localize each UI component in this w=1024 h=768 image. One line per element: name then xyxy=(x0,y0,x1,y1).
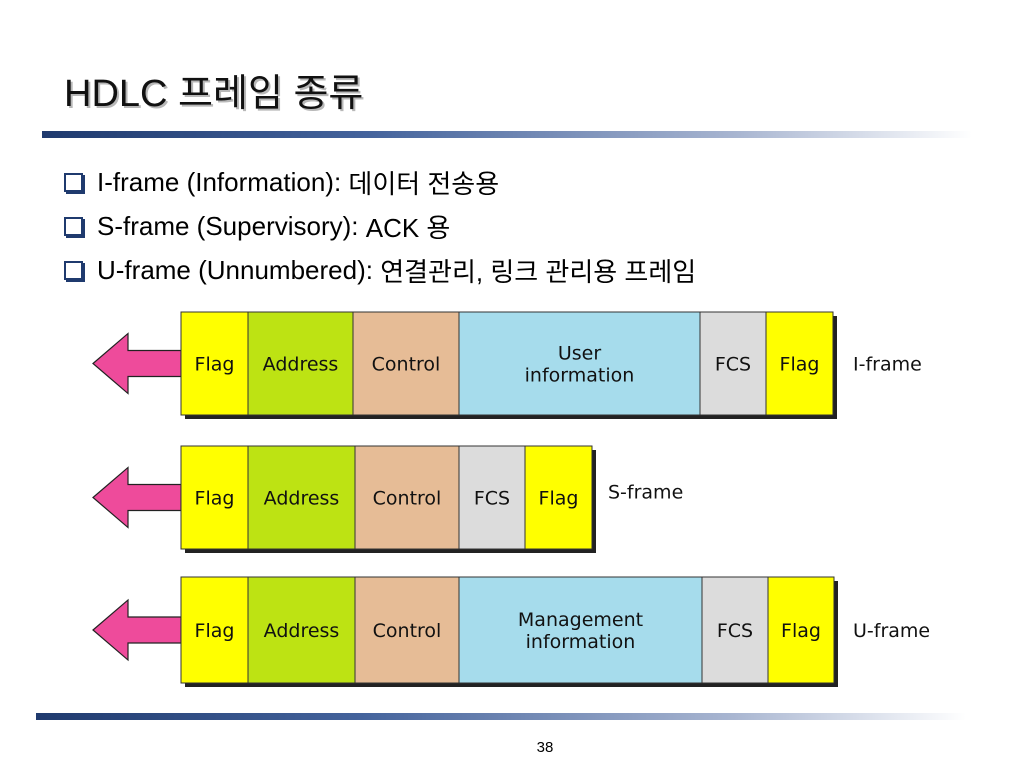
field-label: Flag xyxy=(195,488,235,510)
field-label: information xyxy=(525,365,635,387)
frame-field-fcs: FCS xyxy=(699,311,767,416)
bullet-item: S-frame (Supervisory): ACK 용 xyxy=(64,204,696,248)
direction-arrow-icon xyxy=(92,466,182,529)
frame-field-address: Address xyxy=(247,576,356,684)
checkbox-bullet-icon xyxy=(64,172,83,192)
frame-field-flag: Flag xyxy=(524,445,593,550)
frame-field-flag: Flag xyxy=(180,445,249,550)
frame-field-control: Control xyxy=(352,311,460,416)
field-label: FCS xyxy=(717,620,753,642)
frame-field-fcs: FCS xyxy=(701,576,769,684)
field-label: Control xyxy=(373,488,442,510)
field-box xyxy=(458,576,703,684)
bullet-item: I-frame (Information): 데이터 전송용 xyxy=(64,160,696,204)
field-label: FCS xyxy=(474,488,510,510)
frame-type-label: S-frame xyxy=(608,482,683,504)
field-label: Flag xyxy=(539,488,579,510)
frame-field-control: Control xyxy=(354,576,460,684)
frame-field-address: Address xyxy=(247,445,356,550)
page-number: 38 xyxy=(536,739,554,756)
frame-field-fcs: FCS xyxy=(458,445,526,550)
field-label: User xyxy=(558,343,601,365)
frame-field-flag: Flag xyxy=(767,576,835,684)
bullet-desc: ACK 용 xyxy=(365,212,451,243)
field-label: Address xyxy=(263,354,339,376)
footer-divider xyxy=(36,713,966,720)
field-label: FCS xyxy=(715,354,751,376)
frame-field-flag: Flag xyxy=(180,576,249,684)
field-label: Flag xyxy=(195,620,235,642)
bullet-list: I-frame (Information): 데이터 전송용 S-frame (… xyxy=(64,160,696,292)
field-label: Flag xyxy=(781,620,821,642)
field-label: Control xyxy=(372,354,441,376)
direction-arrow-icon xyxy=(92,332,182,395)
field-label: Flag xyxy=(195,354,235,376)
field-box xyxy=(458,445,526,550)
field-box xyxy=(247,311,354,416)
bullet-desc: 데이터 전송용 xyxy=(348,168,500,199)
bullet-label: S-frame (Supervisory): xyxy=(97,210,359,241)
frame-field-flag: Flag xyxy=(180,311,249,416)
bullet-desc: 연결관리, 링크 관리용 프레임 xyxy=(380,256,697,287)
field-label: Address xyxy=(264,488,340,510)
title-divider xyxy=(42,131,972,138)
frame-field-address: Address xyxy=(247,311,354,416)
checkbox-bullet-icon xyxy=(64,216,83,236)
field-box xyxy=(180,311,249,416)
frame-field-control: Control xyxy=(354,445,460,550)
bullet-item: U-frame (Unnumbered): 연결관리, 링크 관리용 프레임 xyxy=(64,248,696,292)
field-box xyxy=(458,311,701,416)
frame-type-label: U-frame xyxy=(853,620,930,642)
field-label: Address xyxy=(264,620,340,642)
checkbox-bullet-icon xyxy=(64,260,83,280)
field-label: Management xyxy=(518,609,643,631)
field-label: Control xyxy=(373,620,442,642)
bullet-label: I-frame (Information): xyxy=(97,166,342,197)
frame-type-label: I-frame xyxy=(853,354,922,376)
field-box xyxy=(765,311,834,416)
field-box xyxy=(701,576,769,684)
field-box xyxy=(352,311,460,416)
bullet-label: U-frame (Unnumbered): xyxy=(97,254,373,285)
field-box xyxy=(354,576,460,684)
field-box xyxy=(180,576,249,684)
field-box xyxy=(767,576,835,684)
direction-arrow-icon xyxy=(92,598,182,662)
field-box xyxy=(699,311,767,416)
frame-row: Flag Address Control FCS Flag S-frame xyxy=(92,445,683,553)
field-label: information xyxy=(526,631,636,653)
field-label: Flag xyxy=(780,354,820,376)
field-box xyxy=(524,445,593,550)
frame-field-flag: Flag xyxy=(765,311,834,416)
field-box xyxy=(180,445,249,550)
slide-title: HDLC 프레임 종류 xyxy=(64,73,364,115)
